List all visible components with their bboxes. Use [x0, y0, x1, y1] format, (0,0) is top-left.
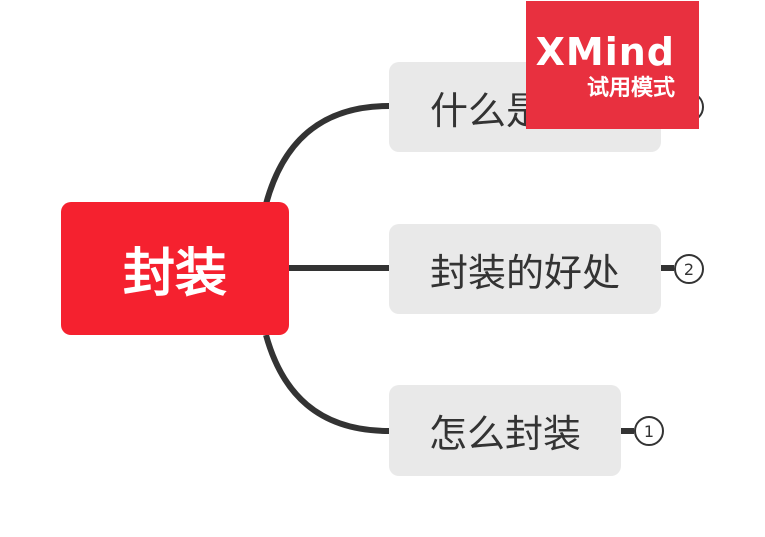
collapse-count-badge[interactable]: 1 [634, 416, 664, 446]
topic-encapsulation-benefits[interactable]: 封装的好处 [389, 224, 661, 314]
xmind-trial-watermark: XMind 试用模式 [526, 1, 699, 129]
badge-count: 2 [683, 259, 695, 279]
topic-how-to-encapsulate[interactable]: 怎么封装 [389, 385, 621, 476]
watermark-subtitle: 试用模式 [586, 76, 675, 101]
collapse-count-badge[interactable]: 2 [674, 254, 704, 284]
topic-label: 怎么封装 [428, 412, 581, 456]
connector-topic-3 [263, 334, 390, 434]
watermark-title: XMind [535, 30, 675, 74]
badge-count: 1 [643, 421, 655, 441]
central-topic-label: 封装 [122, 244, 227, 304]
central-topic[interactable]: 封装 [61, 202, 289, 335]
connector-topic-1 [263, 103, 390, 205]
topic-label: 封装的好处 [429, 250, 620, 295]
